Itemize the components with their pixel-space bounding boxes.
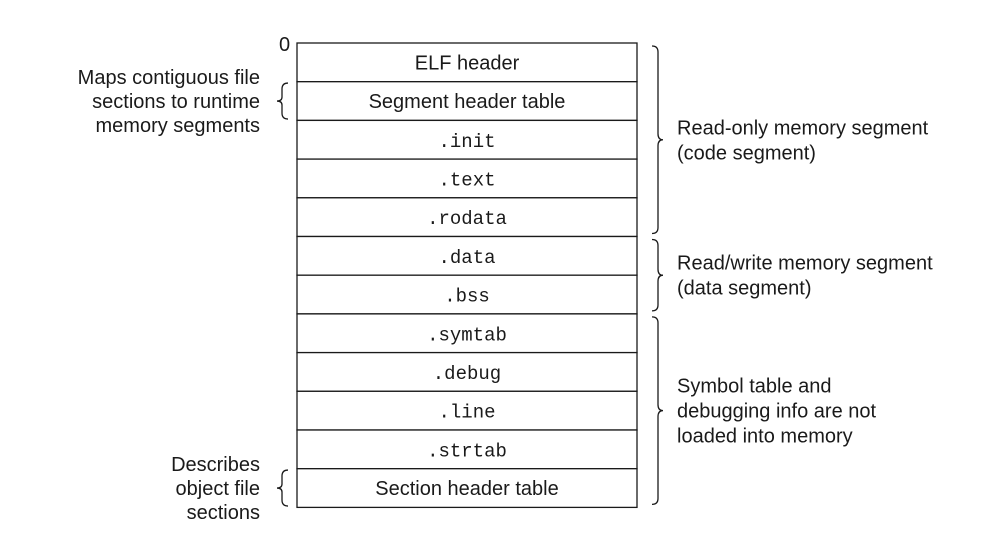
section-label: .rodata [427, 208, 507, 230]
section-cell [296, 235, 638, 276]
section-label: .strtab [427, 440, 507, 462]
section-label: .init [438, 131, 495, 153]
section-row: Section header table [296, 468, 638, 509]
section-label: .data [438, 247, 495, 269]
right-group-line: Read/write memory segment [677, 253, 933, 275]
right-brace-icon [651, 316, 664, 506]
section-row: .symtab [296, 313, 638, 354]
section-row: .data [296, 235, 638, 276]
section-cell [296, 429, 638, 470]
section-label: Segment header table [369, 91, 566, 113]
section-cell [296, 81, 638, 122]
section-label: .text [438, 169, 495, 191]
right-group-line: Read-only memory segment [677, 117, 929, 139]
section-row: .strtab [296, 429, 638, 470]
left-note-line: Describes [171, 454, 260, 476]
offset-zero-label: 0 [279, 34, 290, 56]
section-label: .symtab [427, 324, 507, 346]
section-label: Section header table [375, 478, 558, 500]
section-row: .bss [296, 274, 638, 315]
section-row: .text [296, 158, 638, 199]
left-note-line: object file [176, 478, 261, 500]
right-group: Read-only memory segment (code segment) [651, 45, 929, 235]
section-row: .rodata [296, 197, 638, 238]
section-row: .debug [296, 351, 638, 392]
left-note-line: Maps contiguous file [78, 67, 260, 89]
right-annotations: Read-only memory segment(code segment)Re… [651, 45, 933, 506]
section-cell [296, 42, 638, 83]
right-group-line: (code segment) [677, 142, 816, 164]
section-label: .line [438, 402, 495, 424]
left-note-line: sections to runtime [92, 91, 260, 113]
right-group: Read/write memory segment (data segment) [651, 238, 933, 312]
right-brace-icon [651, 45, 664, 235]
right-group: Symbol table and debugging info are not lo… [651, 316, 876, 506]
left-brace-icon [276, 469, 289, 507]
section-row: .line [296, 390, 638, 431]
section-cell [296, 390, 638, 431]
section-cell [296, 313, 638, 354]
left-note-line: sections [187, 502, 260, 524]
section-label: ELF header [415, 52, 520, 74]
left-brace-icon [276, 82, 289, 120]
section-cell [296, 468, 638, 509]
right-group-line: loaded into memory [677, 426, 853, 448]
section-label: .debug [433, 363, 501, 385]
left-note-line: memory segments [96, 115, 261, 137]
section-row: Segment header table [296, 81, 638, 122]
right-group-line: Symbol table and [677, 376, 832, 398]
section-cell [296, 158, 638, 199]
section-label: .bss [444, 286, 490, 308]
section-cell [296, 119, 638, 160]
right-group-line: debugging info are not [677, 401, 876, 423]
right-brace-icon [651, 238, 664, 312]
section-row: ELF header [296, 42, 638, 83]
section-row: .init [296, 119, 638, 160]
right-group-line: (data segment) [677, 278, 812, 300]
